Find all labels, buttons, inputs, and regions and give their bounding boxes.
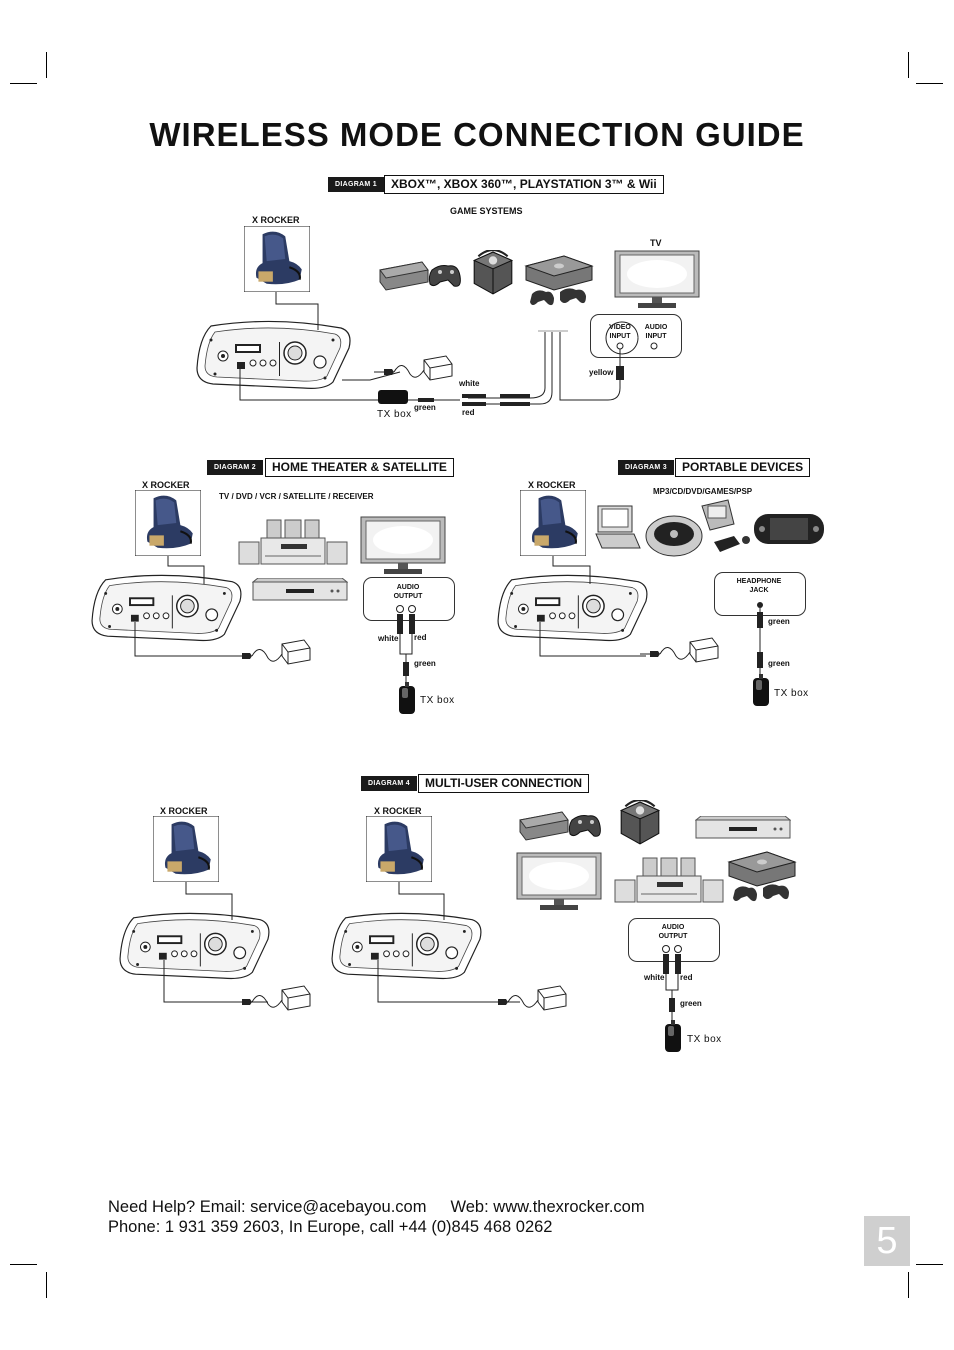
diagram1-cable-white: white (459, 379, 480, 388)
headphone-jack-label: HEADPHONE JACK (736, 578, 782, 594)
diagram1-input-box (590, 314, 682, 358)
audio-input-label: AUDIO INPUT (644, 324, 668, 340)
video-input-label: VIDEO INPUT (609, 324, 631, 340)
diagram4-power-adapter-1 (232, 985, 311, 1011)
crop-mark (908, 52, 909, 78)
diagram4-tag: DIAGRAM 4 (361, 776, 417, 791)
diagram2-devices-label: TV / DVD / VCR / SATELLITE / RECEIVER (219, 492, 374, 501)
diagram4-chair-label-2: X ROCKER (374, 806, 422, 816)
diagram4-title: MULTI-USER CONNECTION (418, 774, 590, 793)
diagram1-cable-red: red (462, 408, 475, 417)
diagram3-chair-label: X ROCKER (528, 480, 576, 490)
diagram2-cable-white: white (378, 634, 399, 643)
footer-email: Need Help? Email: service@acebayou.com (108, 1198, 427, 1216)
crop-mark (10, 83, 37, 84)
diagram3-title: PORTABLE DEVICES (675, 458, 811, 477)
crop-mark (916, 1264, 943, 1265)
crop-mark (46, 52, 47, 78)
crop-mark (10, 1264, 37, 1265)
diagram3-devices-label: MP3/CD/DVD/GAMES/PSP (653, 487, 753, 496)
diagram1-tag: DIAGRAM 1 (328, 177, 384, 192)
diagram2-tag: DIAGRAM 2 (207, 460, 263, 475)
crop-mark (46, 1272, 47, 1298)
diagram2-audio-output-label: AUDIO OUTPUT (393, 584, 423, 600)
diagram3-tx-label: TX box (774, 688, 809, 699)
diagram4-tx-label: TX box (687, 1034, 722, 1045)
diagram4-power-adapter-2 (488, 985, 567, 1011)
crop-mark (916, 83, 943, 84)
diagram4-audio-output-box (628, 918, 720, 962)
diagram1-tx-box (378, 390, 408, 404)
diagram4-cable-red: red (680, 973, 693, 982)
diagram1-cable-yellow: yellow (589, 368, 614, 377)
diagram4-audio-output-label: AUDIO OUTPUT (658, 924, 688, 940)
diagram3-headphone-box (714, 572, 806, 616)
footer-help-line: Need Help? Email: service@acebayou.com We… (108, 1198, 645, 1217)
diagram2-cable-red: red (414, 633, 427, 642)
diagram2-title: HOME THEATER & SATELLITE (265, 458, 454, 477)
diagram4-cable-white: white (644, 973, 665, 982)
diagram2-cable-green: green (414, 659, 436, 668)
diagram4-tx-box (665, 1020, 681, 1052)
footer-web: Web: www.thexrocker.com (450, 1198, 645, 1216)
diagram1-cable-green: green (414, 403, 436, 412)
diagram3-cable-green-1: green (768, 617, 790, 626)
diagram4-chair-label-1: X ROCKER (160, 806, 208, 816)
crop-mark (908, 1272, 909, 1298)
diagram2-audio-output-box (363, 577, 455, 621)
diagram1-devices-label: GAME SYSTEMS (450, 206, 523, 216)
diagram1-tv-label: TV (650, 238, 662, 248)
page-title: WIRELESS MODE CONNECTION GUIDE (149, 116, 805, 153)
diagram1-title: XBOX™, XBOX 360™, PLAYSTATION 3™ & Wii (384, 175, 664, 194)
footer-phone: Phone: 1 931 359 2603, In Europe, call +… (108, 1218, 553, 1236)
diagram3-cable-green-2: green (768, 659, 790, 668)
diagram2-tx-label: TX box (420, 695, 455, 706)
diagram3-tag: DIAGRAM 3 (618, 460, 674, 475)
page-number: 5 (864, 1216, 910, 1266)
diagram2-chair-label: X ROCKER (142, 480, 190, 490)
diagram1-tx-label: TX box (377, 409, 412, 420)
diagram4-cable-green: green (680, 999, 702, 1008)
diagram1-chair-label: X ROCKER (252, 215, 300, 225)
